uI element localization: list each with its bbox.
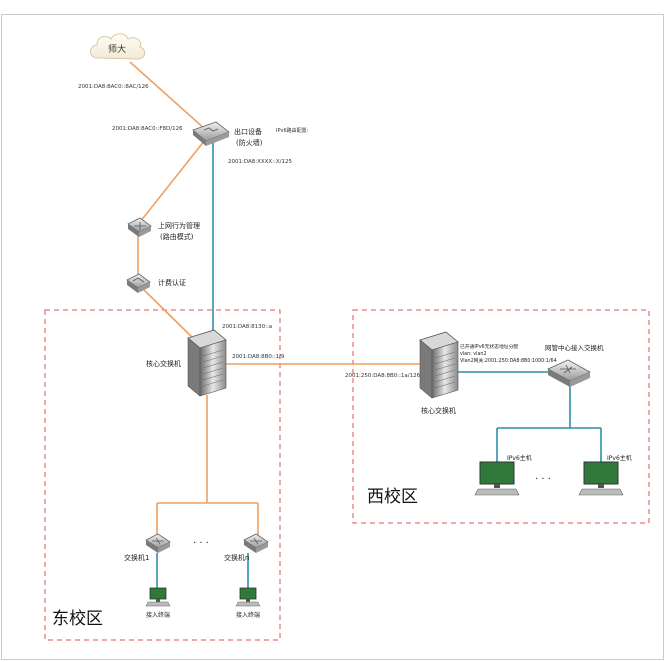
addr-cloud-link: 2001:DA8:8AC0::8AC/126	[78, 84, 149, 90]
host-2-label: IPv6主机	[607, 454, 632, 462]
exit-note: IPv6路由配置:	[276, 127, 309, 134]
firewall-icon[interactable]	[192, 121, 230, 146]
zone-east-label: 东校区	[52, 609, 103, 629]
zone-west-box	[352, 309, 650, 524]
billing-label: 计费认证	[158, 278, 186, 287]
switch-n-icon[interactable]	[243, 533, 269, 553]
terminal-n-icon[interactable]	[235, 587, 261, 607]
addr-core-east-up: 2001:DA8:8130::a	[222, 324, 272, 330]
link-cloud-exit	[129, 61, 207, 131]
terminal-1-label: 接入终端	[146, 611, 170, 619]
netcenter-switch-icon[interactable]	[547, 359, 591, 387]
host-1-label: IPv6主机	[507, 454, 532, 462]
behavior-mgmt-label: 上网行为管理	[158, 221, 200, 230]
dots-west: · · ·	[535, 474, 551, 485]
addr-core-west-left: 2001:250:DA8:8B0::1a/126	[345, 373, 421, 379]
terminal-n-label: 接入终端	[236, 611, 260, 619]
core-switch-west-icon[interactable]	[419, 331, 459, 399]
core-west-label: 核心交换机	[421, 406, 456, 415]
switch-1-icon[interactable]	[145, 533, 171, 553]
link-billing-core	[139, 285, 201, 346]
diagram-border	[1, 14, 664, 660]
behavior-mgmt-icon[interactable]	[127, 217, 152, 237]
core-switch-east-icon[interactable]	[187, 329, 227, 397]
zone-west-label: 西校区	[367, 487, 418, 507]
addr-exit-down: 2001:DA8:XXXX::X/125	[228, 159, 293, 165]
core-west-note-3: Vlan2网关:2001:250:DA8:8B0:1000:1/64	[460, 357, 557, 364]
switch-n-label: 交换机n	[224, 553, 249, 562]
link-exit-behavior	[139, 139, 206, 223]
addr-core-east-right: 2001:DA8:8B0::1/9	[232, 354, 285, 360]
core-east-label: 核心交换机	[146, 359, 181, 368]
cloud-icon: 师大	[89, 33, 146, 60]
links	[129, 61, 602, 588]
zone-east-box	[44, 309, 281, 641]
netcenter-switch-label: 网管中心接入交换机	[545, 343, 604, 352]
switch-1-label: 交换机1	[124, 553, 149, 562]
billing-icon[interactable]	[126, 273, 151, 293]
host-1-icon[interactable]	[474, 461, 520, 496]
cloud-label: 师大	[108, 43, 126, 55]
core-west-note-2: vlan: vlan2	[460, 351, 487, 357]
terminal-1-icon[interactable]	[145, 587, 171, 607]
addr-exit-up: 2001:DA8:8AC0::F8D/126	[112, 126, 183, 132]
exit-device-label: 出口设备	[234, 127, 262, 136]
exit-device-sublabel: (防火墙)	[236, 138, 263, 147]
behavior-mgmt-sublabel: (路由模式)	[160, 232, 194, 241]
dots-east: · · ·	[193, 538, 209, 549]
host-2-icon[interactable]	[578, 461, 624, 496]
core-west-note-1: 已开通IPv6无状态地址分配	[460, 343, 518, 350]
